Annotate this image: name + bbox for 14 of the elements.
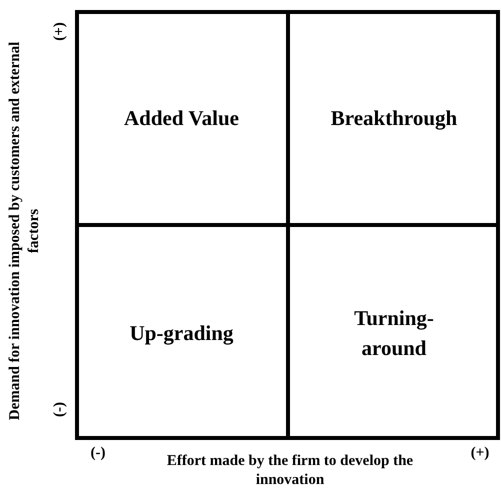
axis-title: Demand for innovation imposed by customers and external factors <box>6 40 43 422</box>
quadrant-cell <box>77 12 288 225</box>
quadrant-label: Added Value <box>124 104 239 132</box>
axis-sign: (-) <box>90 444 106 463</box>
quadrant-label: Turning-around <box>353 304 435 362</box>
axis-title: Effort made by the firm to develop the innovation <box>166 452 414 490</box>
quadrant-cell <box>288 225 498 438</box>
axis-sign: (-) <box>50 401 68 419</box>
quadrant-cell <box>288 12 498 225</box>
quadrant-cell <box>77 225 288 438</box>
quadrant-label: Up-grading <box>130 320 234 347</box>
axis-sign: (+) <box>470 444 490 463</box>
axis-sign: (+) <box>50 21 68 43</box>
quadrant-label: Breakthrough <box>330 104 458 132</box>
